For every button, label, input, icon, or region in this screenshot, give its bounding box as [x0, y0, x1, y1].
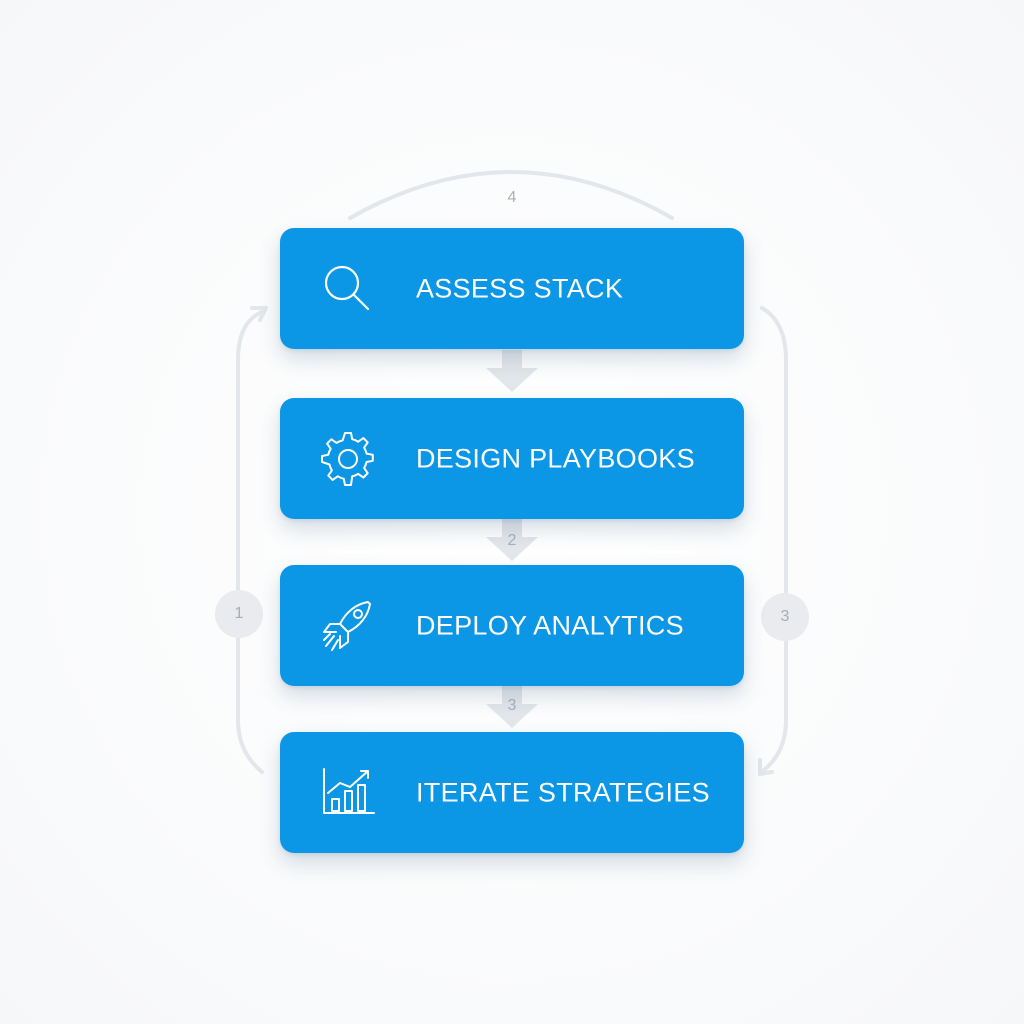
top-loop-label: 4: [507, 189, 517, 206]
step-label: DESIGN PLAYBOOKS: [416, 443, 695, 473]
left-loop-badge: 1: [215, 590, 263, 638]
rocket-icon: [318, 596, 378, 656]
bar-chart-icon: [318, 763, 378, 823]
connector-label-3: 3: [507, 697, 517, 714]
step-label: ITERATE STRATEGIES: [416, 777, 710, 807]
connector-label-2: 2: [507, 532, 517, 549]
down-arrow-3: [486, 686, 538, 728]
top-loop-arc: [348, 170, 674, 220]
step-label: ASSESS STACK: [416, 273, 624, 303]
left-loop-line: [236, 310, 264, 774]
step-design-playbooks[interactable]: DESIGN PLAYBOOKS: [280, 398, 744, 519]
down-arrow-1: [486, 350, 538, 392]
gear-icon: [318, 429, 378, 489]
step-label: DEPLOY ANALYTICS: [416, 610, 684, 640]
step-deploy-analytics[interactable]: DEPLOY ANALYTICS: [280, 565, 744, 686]
right-loop-badge: 3: [761, 593, 809, 641]
step-iterate-strategies[interactable]: ITERATE STRATEGIES: [280, 732, 744, 853]
search-icon: [318, 259, 378, 319]
step-assess-stack[interactable]: ASSESS STACK: [280, 228, 744, 349]
right-loop-line: [760, 306, 788, 772]
right-loop-arrowhead: [758, 758, 774, 776]
left-loop-arrowhead: [250, 306, 268, 322]
down-arrow-2: [486, 519, 538, 561]
